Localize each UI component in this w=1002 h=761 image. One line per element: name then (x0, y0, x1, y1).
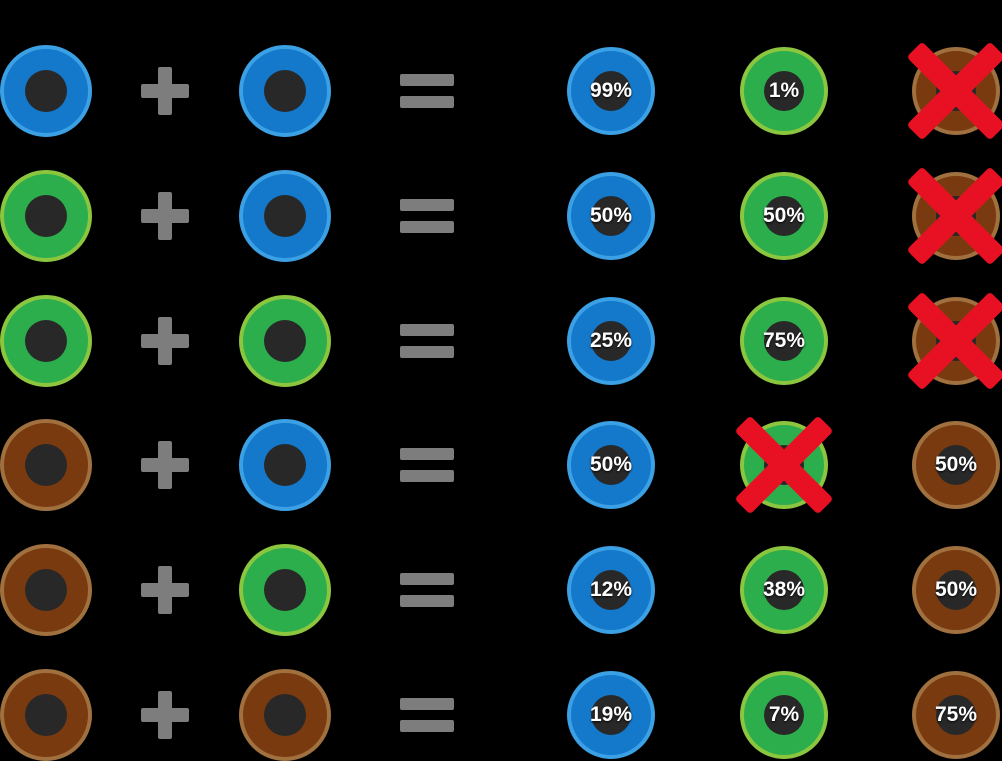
pupil (591, 321, 631, 361)
probability-label: 19% (589, 703, 633, 726)
inheritance-row-1: 99% 1% (0, 45, 1002, 137)
pupil (264, 195, 306, 237)
probability-label: 1% (768, 79, 800, 102)
probability-label: 38% (762, 578, 806, 601)
result-eye-brown (912, 172, 1000, 260)
pupil (936, 695, 976, 735)
pupil (936, 445, 976, 485)
parent1-eye-brown (0, 419, 92, 511)
result-eye-green: 1% (740, 47, 828, 135)
pupil (764, 71, 804, 111)
result-eye-brown: 75% (912, 671, 1000, 759)
equals-icon (400, 74, 454, 108)
result-eye-brown: 50% (912, 421, 1000, 509)
pupil (591, 196, 631, 236)
pupil (25, 70, 67, 112)
parent2-eye-blue (239, 419, 331, 511)
pupil (25, 694, 67, 736)
result-eye-green: 7% (740, 671, 828, 759)
result-eye-brown (912, 297, 1000, 385)
pupil (25, 444, 67, 486)
pupil (936, 570, 976, 610)
parent2-eye-blue (239, 45, 331, 137)
plus-icon (141, 67, 189, 115)
probability-label: 7% (768, 703, 800, 726)
parent1-eye-brown (0, 669, 92, 761)
pupil (591, 695, 631, 735)
pupil (764, 321, 804, 361)
pupil (264, 320, 306, 362)
result-eye-blue: 25% (567, 297, 655, 385)
inheritance-row-4: 50% 50% (0, 419, 1002, 511)
pupil (264, 444, 306, 486)
parent1-eye-green (0, 170, 92, 262)
probability-label: 50% (934, 578, 978, 601)
pupil (591, 71, 631, 111)
result-eye-green: 38% (740, 546, 828, 634)
result-eye-blue: 50% (567, 172, 655, 260)
plus-icon (141, 192, 189, 240)
result-eye-blue: 50% (567, 421, 655, 509)
plus-icon (141, 317, 189, 365)
result-eye-blue: 99% (567, 47, 655, 135)
result-eye-blue: 19% (567, 671, 655, 759)
pupil (264, 694, 306, 736)
equals-icon (400, 448, 454, 482)
parent2-eye-green (239, 295, 331, 387)
pupil (591, 570, 631, 610)
result-eye-green: 75% (740, 297, 828, 385)
equals-icon (400, 324, 454, 358)
probability-label: 50% (589, 204, 633, 227)
pupil (764, 196, 804, 236)
parent2-eye-brown (239, 669, 331, 761)
probability-label: 25% (589, 329, 633, 352)
result-eye-green (740, 421, 828, 509)
equals-icon (400, 199, 454, 233)
result-eye-brown (912, 47, 1000, 135)
inheritance-row-6: 19% 7% 75% (0, 669, 1002, 761)
result-eye-blue: 12% (567, 546, 655, 634)
pupil (25, 569, 67, 611)
probability-label: 50% (762, 204, 806, 227)
pupil (591, 445, 631, 485)
probability-label: 75% (762, 329, 806, 352)
probability-label: 75% (934, 703, 978, 726)
pupil (764, 695, 804, 735)
probability-label: 99% (589, 79, 633, 102)
pupil (25, 195, 67, 237)
pupil (264, 70, 306, 112)
parent1-eye-green (0, 295, 92, 387)
plus-icon (141, 691, 189, 739)
pupil (764, 570, 804, 610)
result-eye-green: 50% (740, 172, 828, 260)
parent2-eye-blue (239, 170, 331, 262)
pupil (264, 569, 306, 611)
inheritance-row-3: 25% 75% (0, 295, 1002, 387)
equals-icon (400, 698, 454, 732)
probability-label: 50% (589, 453, 633, 476)
pupil (25, 320, 67, 362)
equals-icon (400, 573, 454, 607)
probability-label: 12% (589, 578, 633, 601)
probability-label: 50% (934, 453, 978, 476)
plus-icon (141, 441, 189, 489)
plus-icon (141, 566, 189, 614)
inheritance-row-2: 50% 50% (0, 170, 1002, 262)
result-eye-brown: 50% (912, 546, 1000, 634)
parent1-eye-blue (0, 45, 92, 137)
parent2-eye-green (239, 544, 331, 636)
parent1-eye-brown (0, 544, 92, 636)
inheritance-row-5: 12% 38% 50% (0, 544, 1002, 636)
